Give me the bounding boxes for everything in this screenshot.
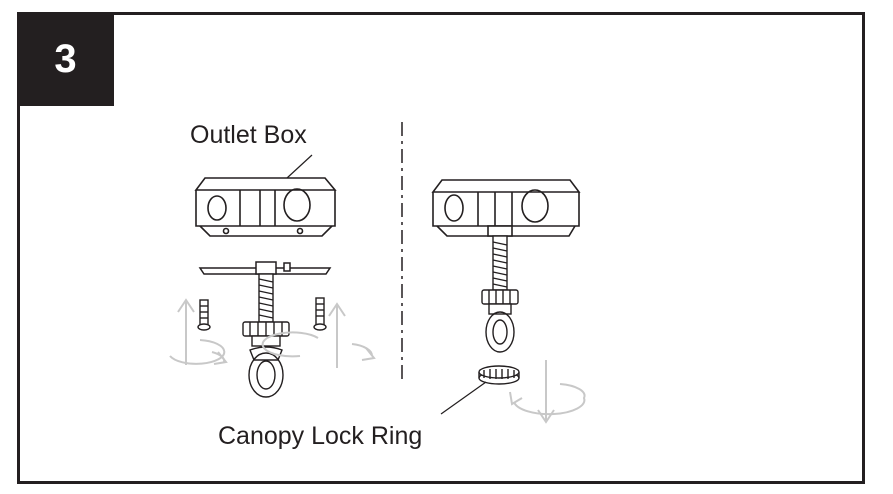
outlet-box-right (431, 179, 581, 237)
outlet-box-leader (286, 154, 313, 179)
step-number-badge: 3 (17, 12, 114, 106)
mounting-screw-right (313, 297, 327, 331)
canopy-lock-ring-label: Canopy Lock Ring (218, 422, 423, 450)
threaded-nipple-left (242, 273, 290, 398)
rotate-arrow-icon (261, 302, 376, 368)
outlet-box-label: Outlet Box (190, 121, 307, 149)
mounting-crossbar (198, 261, 332, 275)
rotate-arrow-icon (169, 298, 228, 365)
mounting-screw-left (197, 299, 211, 331)
canopy-lock-ring-leader (440, 381, 487, 415)
step-frame (17, 12, 865, 484)
threaded-nipple-right (481, 235, 519, 353)
outlet-box-left (194, 177, 337, 237)
down-arrow-icon (509, 360, 586, 424)
canopy-lock-ring (478, 365, 520, 385)
